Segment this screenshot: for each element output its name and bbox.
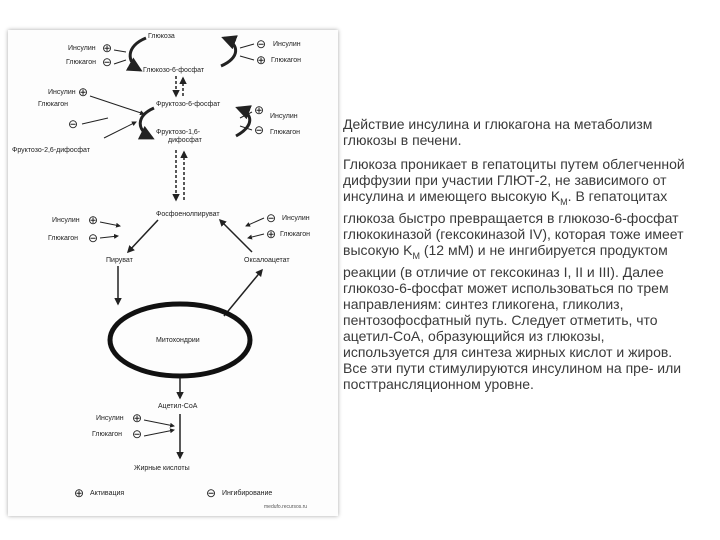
arrow-reg-10 xyxy=(99,233,119,239)
plus-icon: ⊕ xyxy=(256,53,266,67)
regulator-insulin-7: Инсулин xyxy=(96,415,124,422)
regulator-glucagon-1: Глюкагон xyxy=(66,59,96,66)
label-oxaloacetate: Оксалоацетат xyxy=(244,257,290,264)
regulator-insulin-2: Инсулин xyxy=(273,41,301,48)
mitochondria-shape xyxy=(107,301,253,379)
label-pep: Фосфоенолпируват xyxy=(156,211,220,218)
label-acetylcoa: Ацетил-СоА xyxy=(158,403,198,410)
minus-icon: ⊖ xyxy=(266,211,276,225)
arrow-f16bp-to-f6p xyxy=(235,105,252,138)
regulator-insulin-1: Инсулин xyxy=(68,45,96,52)
label-f16bp-1: Фруктозо-1,6- xyxy=(156,129,201,136)
plus-icon: ⊕ xyxy=(78,85,88,99)
regulator-glucagon-4: Глюкагон xyxy=(270,129,300,136)
minus-icon: ⊖ xyxy=(256,37,266,51)
arrow-reg-3 xyxy=(239,43,255,49)
km-subscript-1: M xyxy=(560,196,568,207)
arrow-g6p-to-glucose xyxy=(220,35,238,68)
body-part-2: . В гепатоцитах глюкоза быстро превращае… xyxy=(343,188,684,258)
description-heading: Действие инсулина и глюкагона на метабол… xyxy=(343,116,653,148)
minus-icon: ⊖ xyxy=(68,117,78,131)
regulator-insulin-3: Инсулин xyxy=(48,89,76,96)
body-part-1: Глюкоза проникает в гепатоциты путем обл… xyxy=(343,156,685,204)
arrow-reg-11 xyxy=(245,217,265,227)
description-panel: Действие инсулина и глюкагона на метабол… xyxy=(343,116,695,400)
km-subscript-2: M xyxy=(412,250,420,261)
arrow-f6p-to-f16bp xyxy=(137,106,155,140)
watermark: medufo.recursos.ru xyxy=(264,504,307,510)
regulator-insulin-5: Инсулин xyxy=(52,217,80,224)
arrow-f26bp-to-pfk xyxy=(103,121,137,139)
minus-icon: ⊖ xyxy=(254,123,264,137)
body-part-3: (12 мМ) и не ингибируется продуктом реак… xyxy=(343,241,682,392)
minus-icon: ⊖ xyxy=(206,486,216,500)
plus-icon: ⊕ xyxy=(88,213,98,227)
arrow-reg-13 xyxy=(143,419,175,428)
minus-icon: ⊖ xyxy=(102,55,112,69)
label-f16bp-2: дифосфат xyxy=(168,137,203,144)
plus-icon: ⊕ xyxy=(74,486,84,500)
label-glucose: Глюкоза xyxy=(148,33,175,40)
arrow-reg-6 xyxy=(81,117,109,125)
regulator-glucagon-6: Глюкагон xyxy=(280,231,310,238)
legend-inhibition: Ингибирование xyxy=(222,489,272,497)
regulator-glucagon-3: Глюкагон xyxy=(38,101,68,108)
plus-icon: ⊕ xyxy=(254,103,264,117)
diagram-svg: Глюкоза Глюкозо-6-фосфат Инсулин Глюкаго… xyxy=(12,33,310,510)
arrow-reg-5 xyxy=(89,95,145,116)
regulator-glucagon-5: Глюкагон xyxy=(48,235,78,242)
arrow-reg-8 xyxy=(239,125,253,131)
arrow-reg-14 xyxy=(143,428,175,437)
arrow-reg-1 xyxy=(113,49,127,53)
arrow-reg-7 xyxy=(239,111,253,119)
plus-icon: ⊕ xyxy=(266,227,276,241)
regulator-insulin-4: Инсулин xyxy=(270,113,298,120)
plus-icon: ⊕ xyxy=(102,41,112,55)
arrow-pep-pyruvate xyxy=(126,219,159,254)
regulator-glucagon-2: Глюкагон xyxy=(271,57,301,64)
legend-activation: Активация xyxy=(90,490,124,497)
arrow-reg-12 xyxy=(247,233,265,240)
regulator-glucagon-7: Глюкагон xyxy=(92,431,122,438)
label-pyruvate: Пируват xyxy=(106,257,134,264)
arrow-reg-9 xyxy=(99,221,121,228)
arrow-oxaloacetate-pep xyxy=(218,218,253,253)
label-f26bp: Фруктозо-2,6-дифосфат xyxy=(12,147,91,154)
arrow-mito-oxaloacetate xyxy=(223,268,263,317)
label-f6p: Фруктозо-6-фосфат xyxy=(156,101,221,108)
description-body: Глюкоза проникает в гепатоциты путем обл… xyxy=(343,156,695,392)
regulator-insulin-6: Инсулин xyxy=(282,215,310,222)
label-g6p: Глюкозо-6-фосфат xyxy=(143,67,205,74)
arrow-glucose-to-g6p xyxy=(125,36,147,72)
metabolism-diagram: Глюкоза Глюкозо-6-фосфат Инсулин Глюкаго… xyxy=(8,30,338,516)
arrow-reg-4 xyxy=(239,55,255,61)
minus-icon: ⊖ xyxy=(88,231,98,245)
label-fatty-acids: Жирные кислоты xyxy=(134,465,190,472)
plus-icon: ⊕ xyxy=(132,411,142,425)
minus-icon: ⊖ xyxy=(132,427,142,441)
arrow-reg-2 xyxy=(113,59,127,65)
label-mitochondria: Митохондрии xyxy=(156,337,200,344)
